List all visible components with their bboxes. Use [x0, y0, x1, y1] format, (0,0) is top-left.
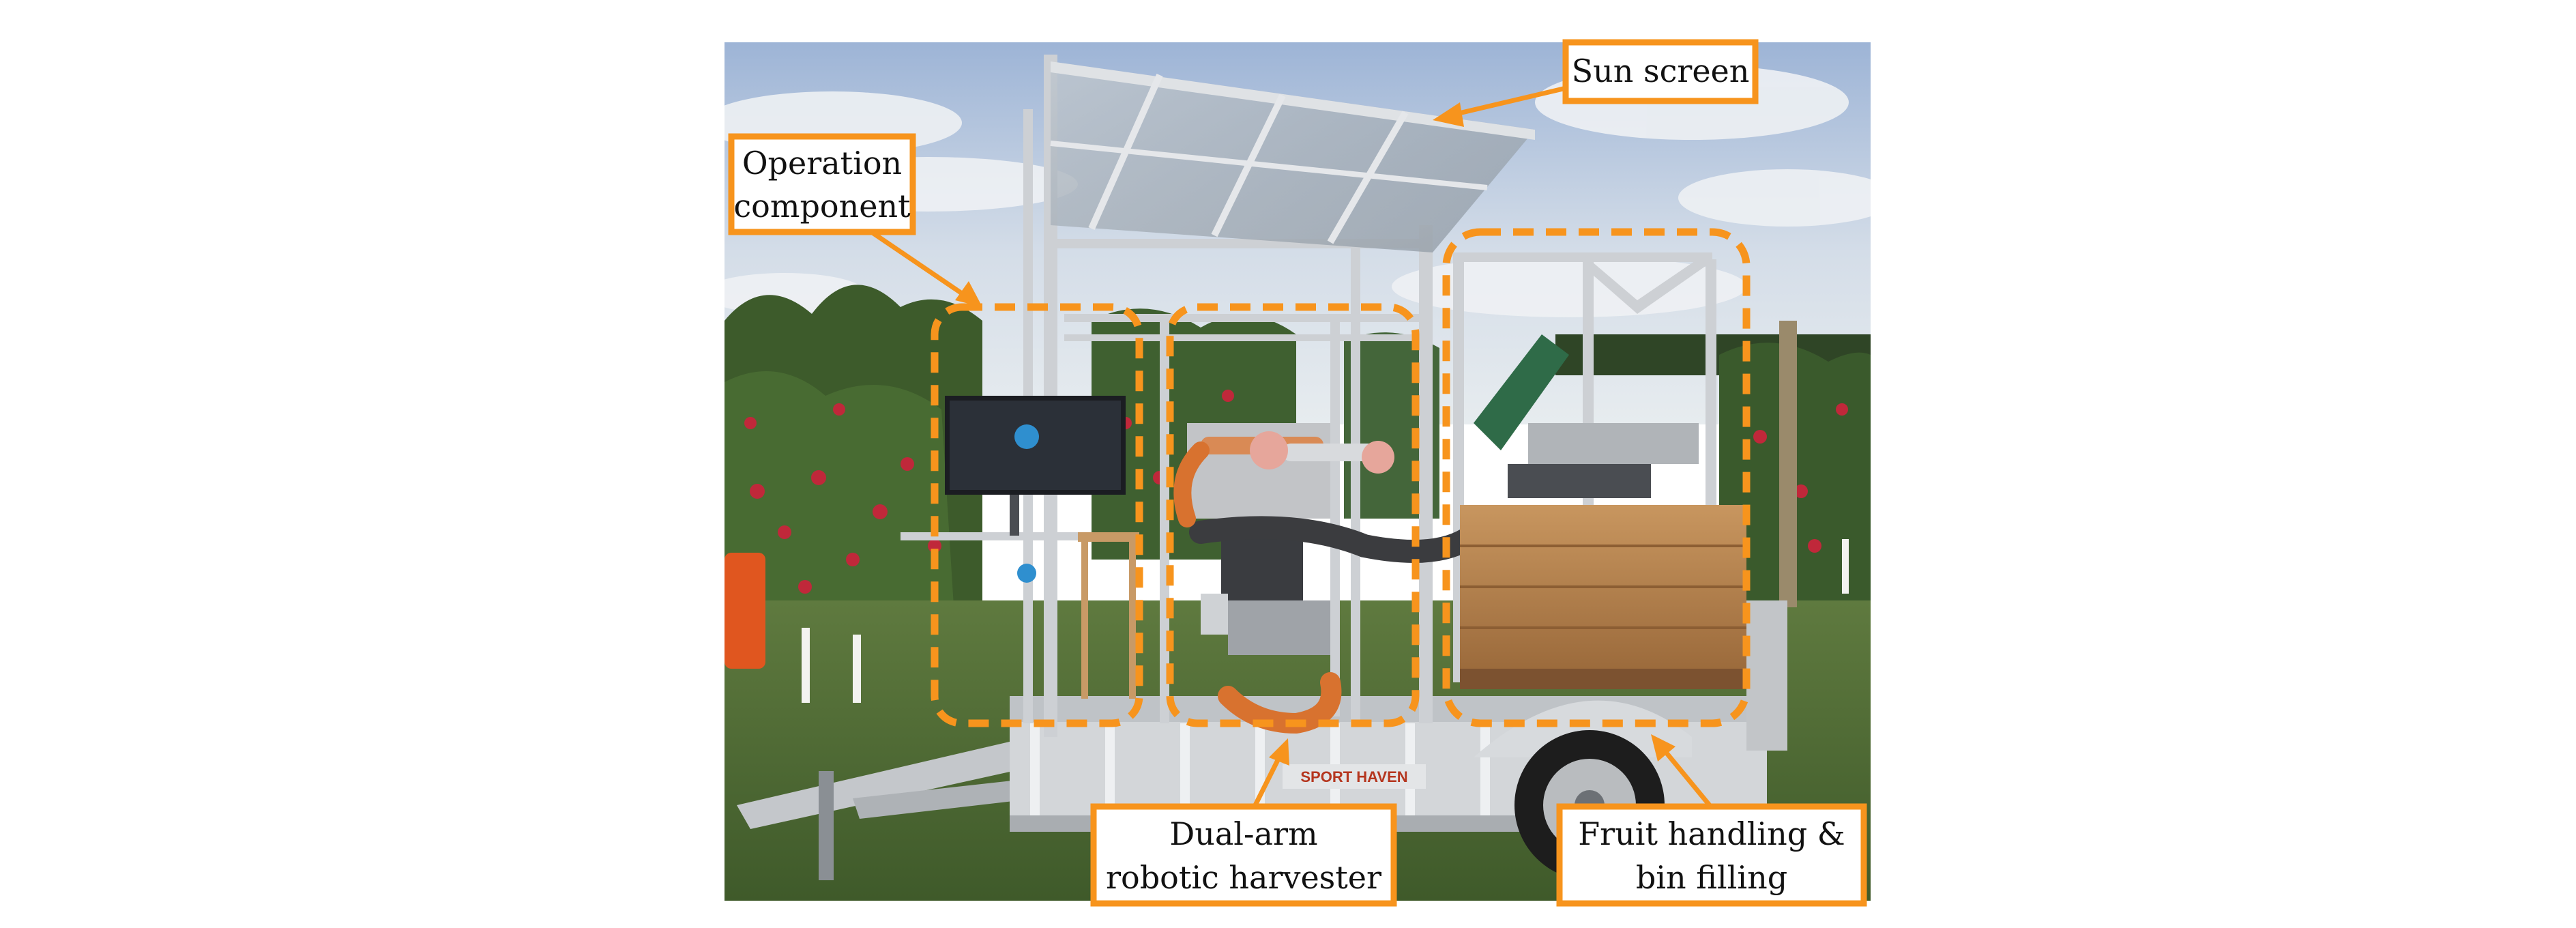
wooden-post	[1779, 321, 1797, 607]
callout-operation-component: Operation component	[728, 133, 916, 235]
label-fruit-line1: Fruit handling &	[1578, 815, 1845, 852]
trailer-brand-plate	[1283, 764, 1426, 789]
monitor	[945, 396, 1126, 583]
callout-dual-arm-harvester: Dual-arm robotic harvester	[1090, 803, 1397, 907]
region-outlines	[931, 228, 1751, 727]
orange-bin-left	[724, 553, 765, 669]
label-dual-arm-line1: Dual-arm	[1169, 815, 1317, 852]
sun-screen-roof	[1050, 61, 1535, 252]
callout-fruit-handling: Fruit handling & bin filling	[1556, 803, 1867, 907]
trailer-brand-text: SPORT HAVEN	[1300, 768, 1407, 785]
fruit-handling-bin-filling	[1460, 334, 1746, 689]
label-operation-line1: Operation	[742, 145, 902, 182]
label-dual-arm-line2: robotic harvester	[1106, 859, 1381, 896]
tree-guards	[802, 539, 1849, 703]
apple-tree-rows	[724, 285, 1871, 628]
fruit-handling-region-outline	[1442, 228, 1751, 727]
harvester-region-outline	[1166, 303, 1420, 727]
label-operation-line2: component	[733, 188, 911, 224]
orchard-photo: SPORT HAVEN	[724, 42, 1871, 901]
callout-sun-screen: Sun screen	[1562, 39, 1759, 104]
label-fruit-line2: bin filling	[1636, 859, 1787, 896]
stool	[1078, 532, 1139, 699]
callout-arrows	[865, 85, 1714, 811]
label-sun-screen: Sun screen	[1572, 53, 1750, 89]
operation-region-outline	[931, 303, 1143, 727]
